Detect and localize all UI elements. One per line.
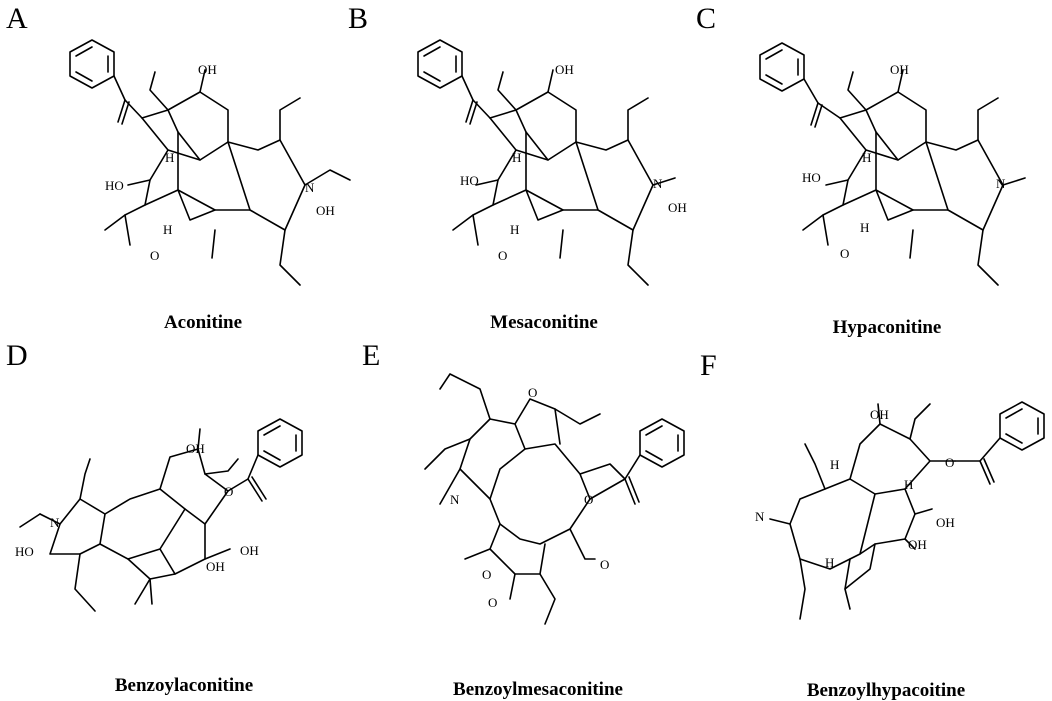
structure-benzoylhypacoitine: N OH OH OH H H H O	[755, 401, 1045, 620]
compound-name-benzoylmesaconitine: Benzoylmesaconitine	[453, 679, 623, 700]
panel-letter-f: F	[700, 349, 717, 382]
panel-letter-a: A	[6, 2, 28, 35]
svg-text:O: O	[488, 595, 497, 610]
svg-text:O: O	[840, 246, 849, 261]
svg-text:OH: OH	[206, 559, 225, 574]
compound-name-hypaconitine: Hypaconitine	[832, 317, 942, 338]
panel-a: A N OH HO OH H H O Aconitine	[0, 0, 351, 349]
svg-text:OH: OH	[908, 537, 927, 552]
structure-hypaconitine: N OH HO H H O	[759, 42, 1026, 286]
svg-text:N: N	[653, 176, 663, 191]
svg-text:N: N	[450, 492, 460, 507]
panel-letter-c: C	[696, 2, 717, 35]
compound-name-aconitine: Aconitine	[163, 312, 243, 333]
panel-e: E N O O O O O Benzoylmesaconitine	[350, 341, 700, 700]
svg-text:N: N	[50, 515, 60, 530]
svg-text:N: N	[305, 180, 315, 195]
svg-text:OH: OH	[240, 543, 259, 558]
compound-name-benzoylhypacoitine: Benzoylhypacoitine	[806, 680, 966, 701]
svg-text:OH: OH	[198, 62, 217, 77]
compound-name-mesaconitine: Mesaconitine	[490, 312, 598, 333]
svg-text:O: O	[945, 455, 954, 470]
svg-text:O: O	[584, 492, 593, 507]
structure-mesaconitine: N OH HO OH H H O	[417, 39, 687, 286]
svg-text:H: H	[860, 220, 869, 235]
panel-b: B N OH HO OH H H O Mesaconitine	[348, 0, 700, 349]
svg-text:O: O	[224, 484, 233, 499]
svg-text:O: O	[150, 248, 159, 263]
panel-f: F N OH OH OH H H H O Benzoylhypacoitine	[700, 349, 1050, 701]
svg-text:H: H	[512, 150, 521, 165]
structure-benzoylaconitine: N OH HO OH OH O	[15, 418, 303, 612]
compound-name-benzoylaconitine: Benzoylaconitine	[114, 675, 254, 696]
structure-benzoylmesaconitine: N O O O O O	[424, 373, 685, 625]
svg-text:O: O	[498, 248, 507, 263]
svg-text:HO: HO	[460, 173, 479, 188]
svg-text:H: H	[862, 150, 871, 165]
svg-text:OH: OH	[890, 62, 909, 77]
svg-text:H: H	[510, 222, 519, 237]
svg-text:OH: OH	[668, 200, 687, 215]
svg-text:O: O	[482, 567, 491, 582]
svg-text:N: N	[755, 509, 765, 524]
svg-text:HO: HO	[105, 178, 124, 193]
svg-text:N: N	[996, 176, 1006, 191]
svg-text:H: H	[830, 457, 839, 472]
panel-d: D N OH HO OH OH O Benzoylaconitine	[0, 341, 350, 698]
svg-text:H: H	[163, 222, 172, 237]
panel-c: C N OH HO H H O Hypaconitine	[696, 0, 1050, 349]
svg-text:H: H	[904, 477, 913, 492]
panel-letter-e: E	[362, 339, 381, 372]
svg-text:HO: HO	[15, 544, 34, 559]
svg-text:HO: HO	[802, 170, 821, 185]
panel-letter-b: B	[348, 2, 369, 35]
svg-text:OH: OH	[555, 62, 574, 77]
svg-text:OH: OH	[316, 203, 335, 218]
svg-text:O: O	[528, 385, 537, 400]
svg-text:OH: OH	[936, 515, 955, 530]
svg-text:OH: OH	[870, 407, 889, 422]
structure-aconitine: N OH HO OH H H O	[69, 39, 351, 286]
svg-text:H: H	[165, 150, 174, 165]
svg-text:H: H	[825, 555, 834, 570]
panel-letter-d: D	[6, 339, 28, 372]
svg-text:O: O	[600, 557, 609, 572]
svg-text:OH: OH	[186, 441, 205, 456]
